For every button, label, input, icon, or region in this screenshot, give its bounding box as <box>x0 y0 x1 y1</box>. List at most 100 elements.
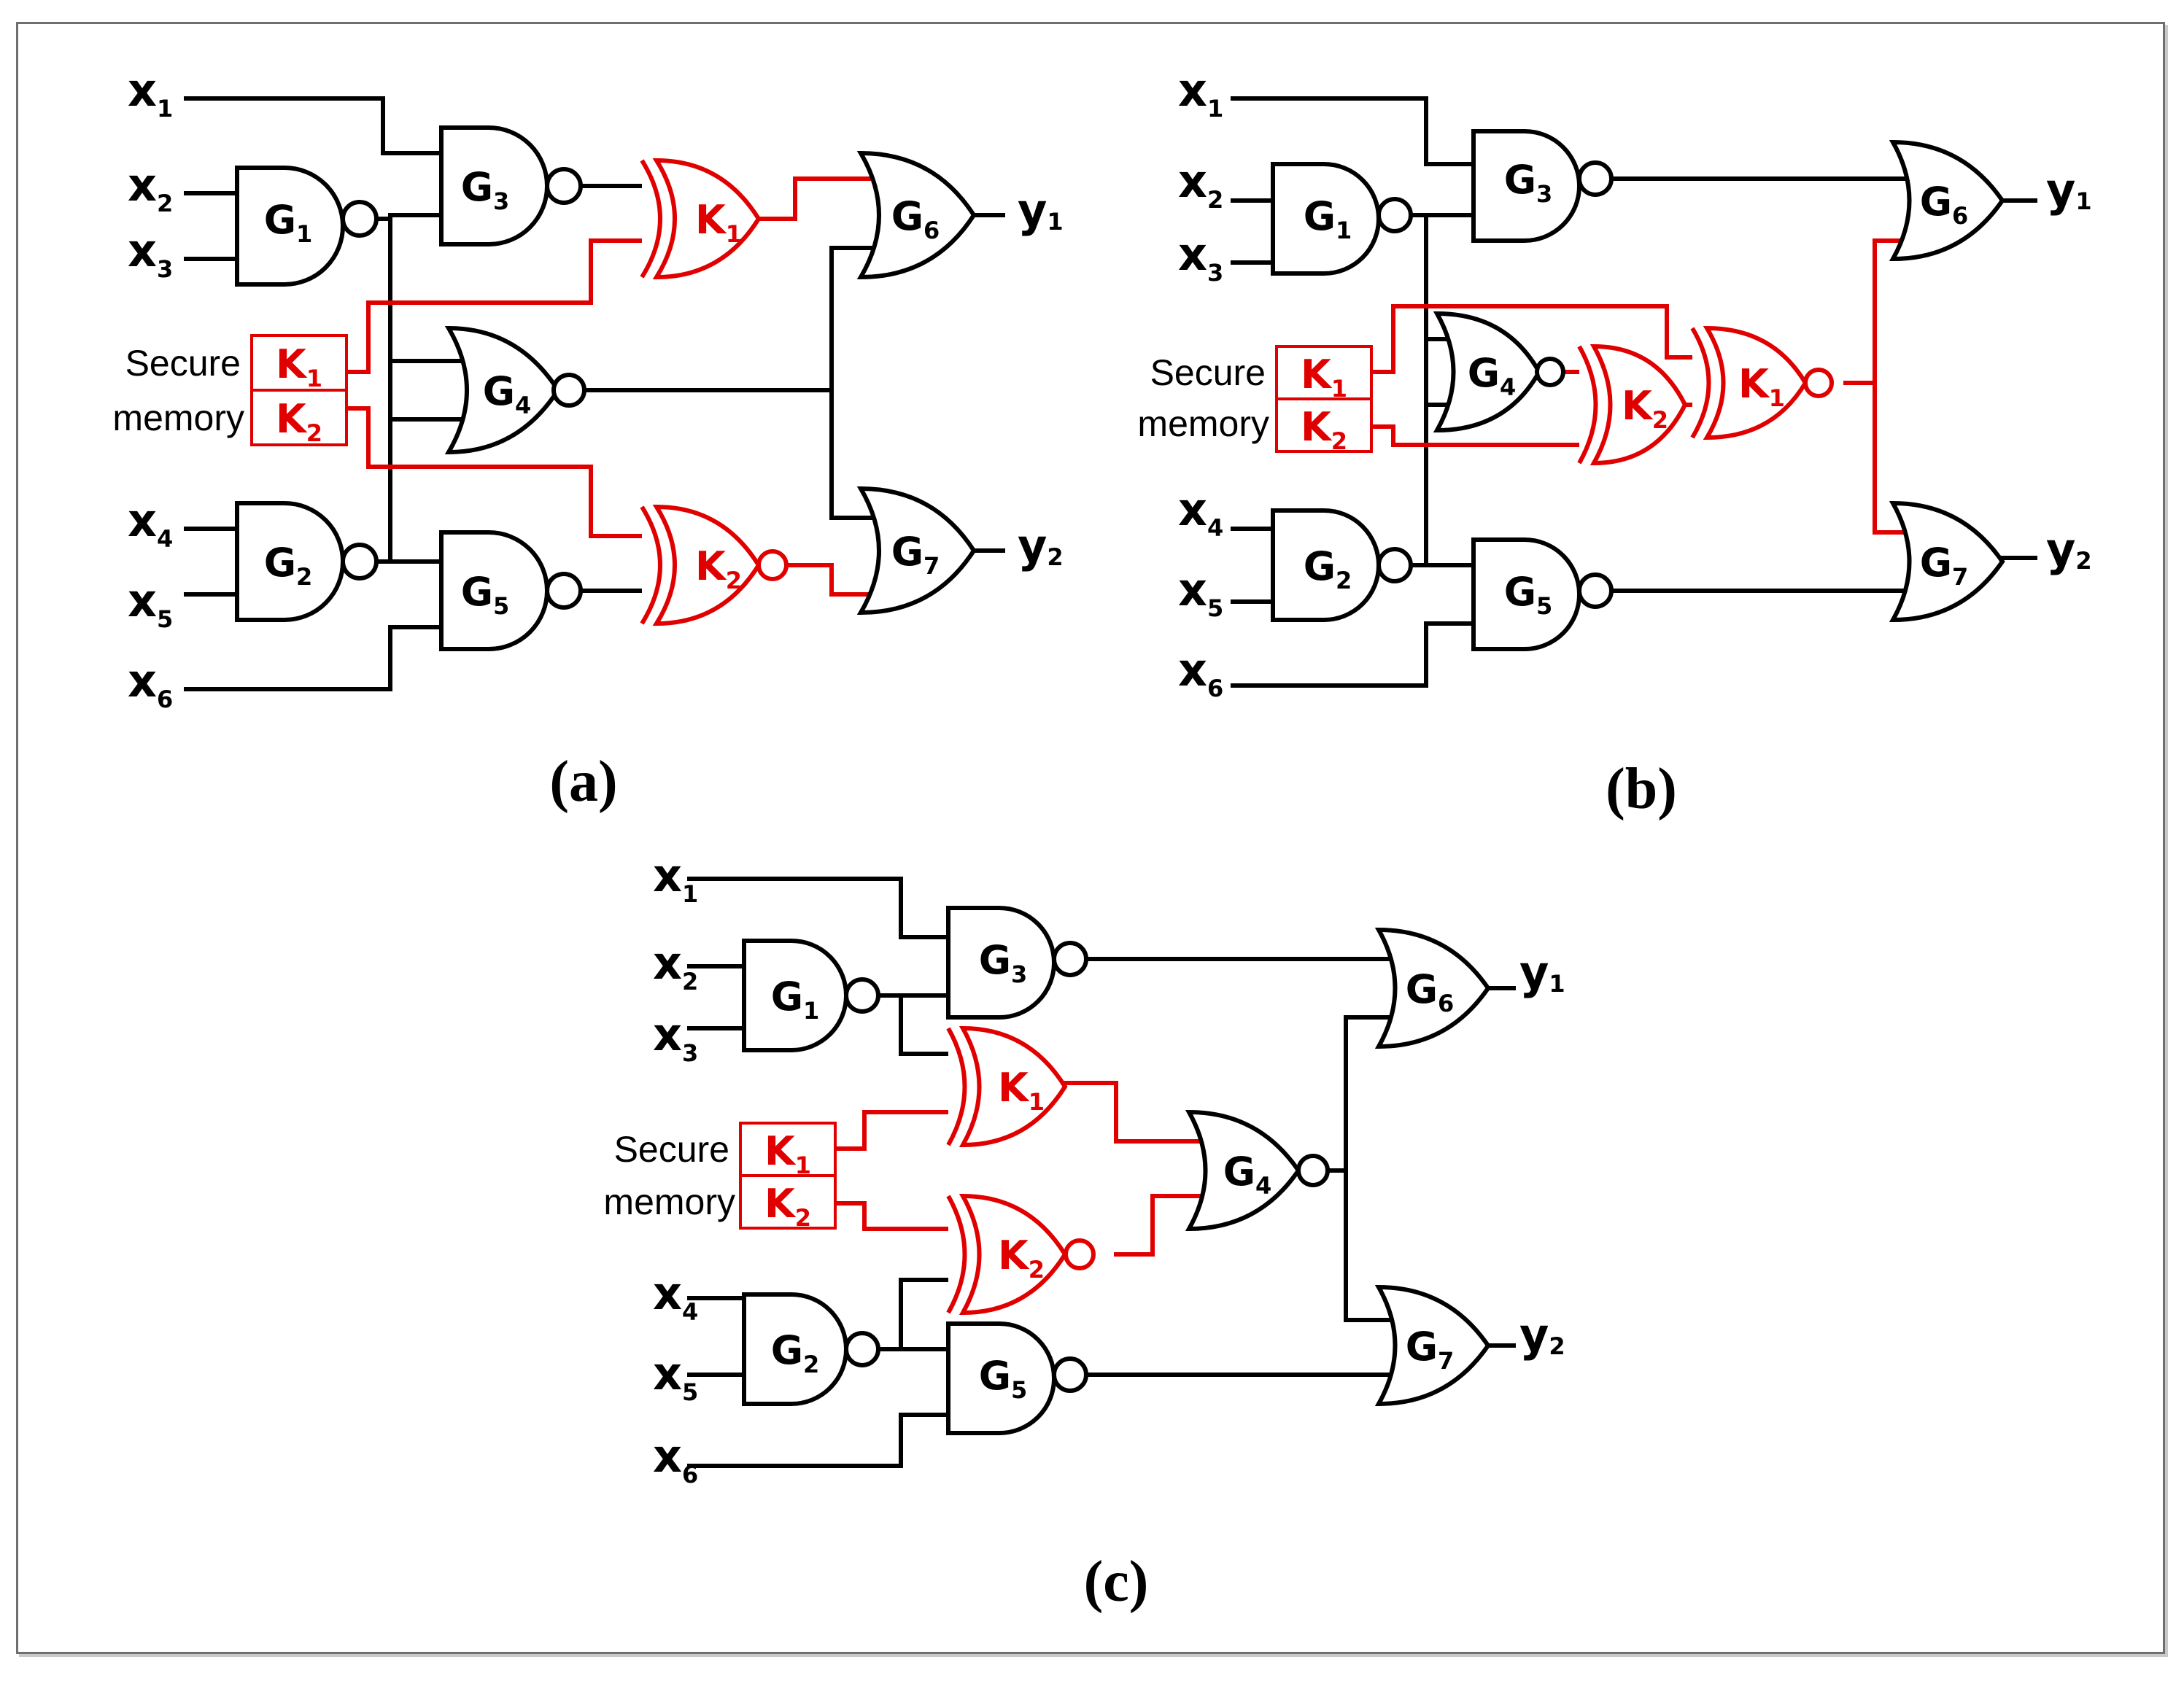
svg-text:G4: G4 <box>483 368 532 419</box>
svg-text:K2: K2 <box>1622 383 1668 434</box>
svg-text:y1: y1 <box>2046 163 2092 217</box>
svg-text:G7: G7 <box>891 529 940 580</box>
gate-g3: G3 <box>1471 129 1614 243</box>
svg-text:x2: x2 <box>1178 155 1223 214</box>
gate-g2: G2 <box>742 1292 880 1406</box>
svg-text:memory: memory <box>603 1181 735 1222</box>
svg-text:K1: K1 <box>695 197 742 248</box>
caption-c: (c) <box>1084 1550 1149 1614</box>
key-gate-k2: K2 <box>946 1193 1096 1316</box>
svg-text:G2: G2 <box>771 1327 820 1378</box>
svg-text:y1: y1 <box>1519 946 1565 999</box>
svg-text:G7: G7 <box>1920 540 1969 591</box>
gate-g6: G6 <box>856 150 977 280</box>
gate-g5: G5 <box>1471 537 1614 651</box>
svg-text:G6: G6 <box>1406 966 1455 1017</box>
key-gate-k1: K1 <box>640 158 762 280</box>
svg-text:K2: K2 <box>764 1181 811 1232</box>
svg-text:K1: K1 <box>1738 361 1785 412</box>
key-gate-k2: K2 <box>640 504 789 626</box>
svg-text:G5: G5 <box>461 569 510 620</box>
svg-text:K1: K1 <box>764 1128 811 1179</box>
svg-text:x1: x1 <box>128 63 173 123</box>
gate-g5: G5 <box>439 530 583 651</box>
svg-text:G1: G1 <box>1304 193 1352 244</box>
svg-text:G6: G6 <box>1920 179 1969 230</box>
gate-g3: G3 <box>946 906 1088 1020</box>
panel-c: G1 G3 G4 G2 G5 G6 G7 <box>603 849 1565 1614</box>
svg-text:x4: x4 <box>128 494 173 553</box>
svg-text:x5: x5 <box>1178 563 1223 622</box>
svg-text:x6: x6 <box>128 654 173 713</box>
svg-text:Secure: Secure <box>125 343 241 384</box>
gate-g1: G1 <box>742 939 880 1052</box>
svg-text:x2: x2 <box>128 158 173 217</box>
svg-text:G3: G3 <box>1504 157 1553 208</box>
gate-g7: G7 <box>1889 500 2005 623</box>
gate-g7: G7 <box>856 486 977 616</box>
svg-text:y2: y2 <box>2046 523 2092 576</box>
svg-text:y2: y2 <box>1018 519 1064 572</box>
caption-a: (a) <box>549 750 617 814</box>
gate-g1: G1 <box>1271 162 1413 276</box>
svg-text:x1: x1 <box>653 849 698 908</box>
svg-text:K1: K1 <box>998 1065 1045 1116</box>
svg-text:G1: G1 <box>771 974 820 1025</box>
gate-g6: G6 <box>1889 139 2005 262</box>
svg-text:y1: y1 <box>1018 184 1064 237</box>
secure-memory: K1 K2 Secure memory <box>112 334 348 447</box>
gate-g5: G5 <box>946 1321 1088 1435</box>
panel-b: G1 G3 G4 G2 G5 G6 G7 <box>1137 63 2091 821</box>
svg-text:G4: G4 <box>1468 350 1517 401</box>
key-gate-k2: K2 <box>1577 343 1688 466</box>
svg-text:G6: G6 <box>891 193 940 244</box>
svg-text:x2: x2 <box>653 936 698 995</box>
svg-text:G3: G3 <box>461 164 510 215</box>
panel-a: G1 G3 G4 G2 G5 G6 G7 <box>112 63 1063 814</box>
svg-text:K2: K2 <box>695 543 742 594</box>
svg-text:G2: G2 <box>264 540 313 591</box>
svg-text:x4: x4 <box>653 1267 698 1326</box>
svg-text:G1: G1 <box>264 197 313 248</box>
gate-g3: G3 <box>439 125 583 246</box>
gate-g1: G1 <box>235 166 379 287</box>
secure-memory: K1 K2 Secure memory <box>1137 345 1373 455</box>
svg-text:memory: memory <box>112 397 244 438</box>
svg-text:memory: memory <box>1137 403 1269 444</box>
svg-text:x3: x3 <box>128 224 173 283</box>
svg-text:x6: x6 <box>653 1429 698 1488</box>
gate-g4: G4 <box>444 325 586 455</box>
svg-text:Secure: Secure <box>614 1129 729 1170</box>
gate-g2: G2 <box>235 501 379 622</box>
svg-text:G4: G4 <box>1223 1149 1272 1200</box>
caption-b: (b) <box>1606 757 1677 821</box>
svg-text:x1: x1 <box>1178 63 1223 123</box>
svg-text:K2: K2 <box>1301 404 1347 455</box>
svg-text:K2: K2 <box>276 396 322 447</box>
svg-text:G3: G3 <box>979 937 1028 988</box>
svg-text:Secure: Secure <box>1150 352 1266 393</box>
gate-g6: G6 <box>1374 927 1491 1049</box>
gate-g7: G7 <box>1374 1284 1491 1407</box>
svg-text:K2: K2 <box>998 1232 1045 1284</box>
svg-text:y2: y2 <box>1519 1308 1565 1362</box>
svg-text:G5: G5 <box>1504 569 1553 620</box>
svg-text:K1: K1 <box>276 341 322 392</box>
key-gate-k1: K1 <box>946 1025 1068 1148</box>
svg-text:x4: x4 <box>1178 483 1223 542</box>
gate-g4: G4 <box>1185 1109 1330 1232</box>
gate-g4: G4 <box>1433 311 1565 433</box>
svg-text:K1: K1 <box>1301 352 1347 403</box>
secure-memory: K1 K2 Secure memory <box>603 1122 837 1232</box>
figure-frame <box>16 22 2165 1654</box>
gate-g2: G2 <box>1271 508 1413 622</box>
svg-text:x3: x3 <box>653 1008 698 1067</box>
svg-text:G7: G7 <box>1406 1324 1455 1375</box>
svg-text:x6: x6 <box>1178 643 1223 702</box>
svg-text:x3: x3 <box>1178 228 1223 287</box>
svg-text:G5: G5 <box>979 1353 1028 1404</box>
key-gate-k1: K1 <box>1690 325 1834 440</box>
svg-text:x5: x5 <box>653 1347 698 1406</box>
svg-text:G2: G2 <box>1304 543 1352 594</box>
